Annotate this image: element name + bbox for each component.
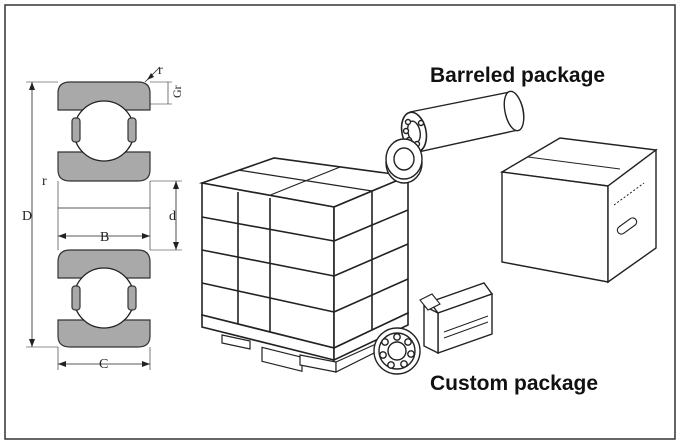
dim-label-Gr: Gr: [170, 85, 184, 98]
carton-box: [499, 137, 658, 284]
outer-frame: [4, 4, 676, 440]
custom-package: [373, 282, 494, 375]
bearing-top-half: [57, 81, 151, 182]
dim-label-D: D: [22, 209, 32, 224]
custom-package-label: Custom package: [430, 372, 598, 395]
dim-label-C: C: [99, 357, 108, 372]
pallet-boxes: [198, 157, 412, 373]
pallet-base-side: [333, 311, 409, 362]
dim-label-r-top: r: [158, 63, 163, 78]
barreled-package: [385, 90, 525, 184]
dim-label-d: d: [169, 209, 176, 224]
bearing-bottom-half: [57, 249, 151, 348]
custom-box-side: [423, 304, 439, 355]
dim-label-r-side: r: [42, 174, 47, 189]
bearing-cross-section: D r d B C r Gr: [22, 63, 184, 372]
barreled-package-label: Barreled package: [430, 64, 605, 87]
dim-label-B: B: [100, 230, 109, 245]
carton-front: [501, 171, 609, 283]
ball-bearing: [373, 327, 421, 375]
